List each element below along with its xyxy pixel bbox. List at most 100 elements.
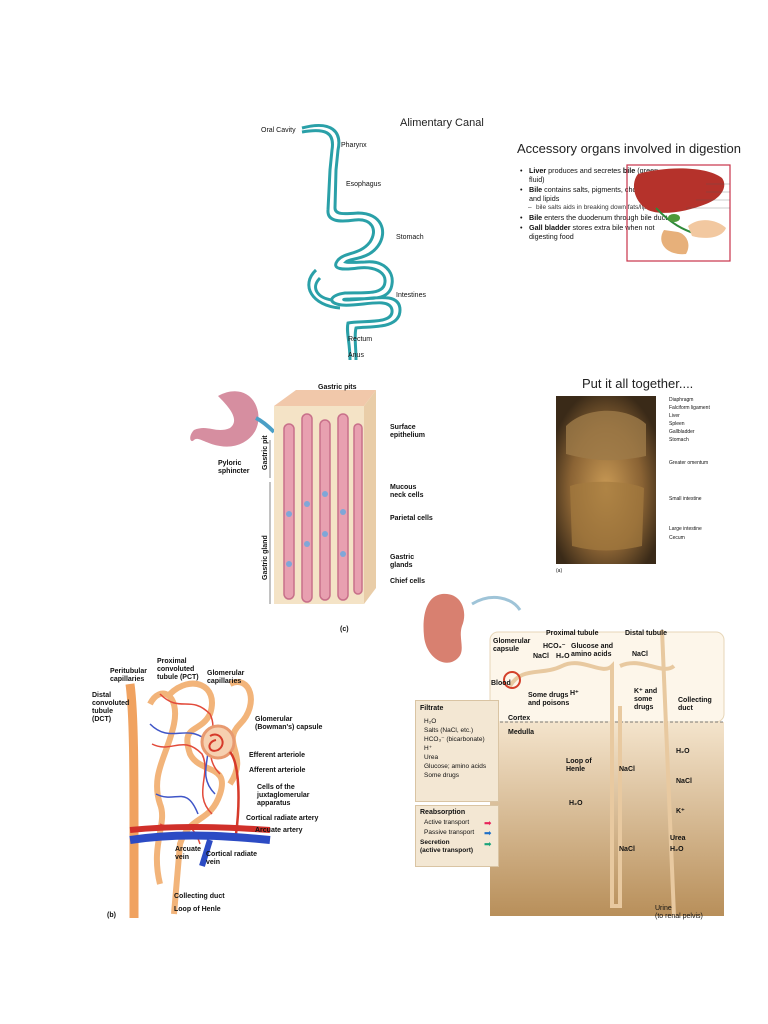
label-collecting-duct-2: Collecting duct: [678, 697, 712, 712]
list-item: Glucose; amino acids: [424, 763, 487, 770]
panel-label-b: (b): [107, 912, 116, 919]
label-glomerular-capsule: Glomerular capsule: [493, 638, 531, 653]
label-h2o-1: H₂O: [556, 653, 570, 660]
label-chief-cells: Chief cells: [390, 578, 426, 585]
label-pyloric-sphincter: Pyloric sphincter: [218, 460, 250, 475]
label-loop-henle: Loop of Henle: [174, 906, 221, 913]
label-mucous-neck-cells: Mucous neck cells: [390, 484, 424, 499]
list-item: H⁺: [424, 745, 433, 752]
label-liver: Liver: [669, 413, 680, 419]
label-urea: Urea: [670, 835, 686, 842]
label-nacl-5: NaCl: [619, 846, 635, 853]
label-cecum: Cecum: [669, 535, 685, 541]
label-h2o-4: H₂O: [569, 800, 583, 807]
label-gastric-gland-axis: Gastric gland: [262, 535, 269, 580]
list-item: Liver produces and secretes bile (green …: [520, 166, 670, 184]
label-arcuate-artery: Arcuate artery: [255, 827, 303, 834]
gastric-gland-diagram: [190, 390, 376, 604]
label-rectum: Rectum: [348, 336, 373, 343]
filtrate-title: Filtrate: [420, 705, 444, 712]
label-nacl-1: NaCl: [533, 653, 549, 660]
filtrate-list: H₂O Salts (NaCl, etc.) HCO₃⁻ (bicarbonat…: [424, 717, 486, 780]
list-item: Some drugs: [424, 772, 460, 779]
label-greater-omentum: Greater omentum: [669, 460, 709, 466]
label-glucose: Glucose and amino acids: [571, 643, 614, 658]
label-kplus: K⁺: [676, 808, 685, 815]
legend-title: Reabsorption: [420, 809, 466, 816]
list-item: HCO₃⁻ (bicarbonate): [424, 736, 485, 743]
arrow-right-icon: ➡: [484, 828, 492, 838]
label-blood: Blood: [491, 680, 511, 687]
filtrate-box: Filtrate H₂O Salts (NaCl, etc.) HCO₃⁻ (b…: [415, 700, 499, 802]
label-cortical-vein: Cortical radiate vein: [206, 851, 257, 866]
label-anus: Anus: [348, 352, 364, 359]
label-distal-tubule: Distal tubule: [625, 630, 668, 637]
label-h2o-3: H₂O: [670, 846, 684, 853]
label-collecting-duct: Collecting duct: [174, 893, 225, 900]
label-cortex: Cortex: [508, 715, 531, 722]
label-proximal-tubule: Proximal tubule: [546, 630, 599, 637]
list-item: bile salts aids in breaking down fats/li…: [520, 204, 670, 212]
label-parietal-cells: Parietal cells: [390, 515, 433, 522]
legend-secretion: Secretion (active transport): [420, 839, 474, 854]
label-falciform: Falciform ligament: [669, 405, 710, 411]
label-bowman: Glomerular (Bowman's) capsule: [255, 716, 323, 731]
label-diaphragm: Diaphragm: [669, 397, 694, 403]
label-gastric-pit-axis: Gastric pit: [262, 435, 269, 470]
label-nacl-3: NaCl: [676, 778, 692, 785]
cadaver-photo: [556, 396, 656, 564]
panel-label-c: (c): [340, 626, 349, 633]
label-nacl-2: NaCl: [632, 651, 648, 658]
label-hplus: H⁺: [570, 690, 579, 697]
label-gallbladder: Gallbladder: [669, 429, 695, 435]
label-h2o-2: H₂O: [676, 748, 690, 755]
legend-box: Reabsorption Active transport Passive tr…: [415, 805, 499, 867]
label-small-intestine: Small intestine: [669, 496, 702, 502]
label-afferent: Afferent arteriole: [249, 767, 306, 774]
list-item: Gall bladder stores extra bile when not …: [520, 223, 670, 241]
label-stomach: Stomach: [396, 234, 424, 241]
label-glomerular-capillaries: Glomerular capillaries: [207, 670, 245, 685]
label-stomach-2: Stomach: [669, 437, 689, 443]
label-dct: Distal convoluted tubule (DCT): [92, 692, 130, 723]
accessory-title: Accessory organs involved in digestion: [517, 141, 742, 156]
label-intestines: Intestines: [396, 292, 426, 299]
label-efferent: Efferent arteriole: [249, 752, 306, 759]
label-gastric-pits: Gastric pits: [318, 384, 357, 391]
label-gastric-glands: Gastric glands: [390, 554, 415, 569]
label-hco3: HCO₃⁻: [543, 643, 566, 650]
label-kdrugs: K⁺ and some drugs: [634, 688, 658, 711]
liver-illustration: [626, 164, 731, 262]
arrow-right-icon: ➡: [484, 839, 492, 849]
label-large-intestine: Large intestine: [669, 526, 702, 532]
legend-passive: Passive transport: [424, 829, 475, 836]
label-urine: Urine (to renal pelvis): [655, 905, 703, 920]
label-nacl-4: NaCl: [619, 766, 635, 773]
canal-outer: [301, 129, 394, 361]
legend-active: Active transport: [424, 819, 470, 826]
arrow-right-icon: ➡: [484, 818, 492, 828]
list-item: Bile enters the duodenum through bile du…: [520, 213, 670, 222]
alimentary-title: Alimentary Canal: [400, 117, 484, 129]
label-drugs: Some drugs and poisons: [528, 692, 570, 707]
label-medulla: Medulla: [508, 729, 535, 736]
label-spleen: Spleen: [669, 421, 685, 427]
list-item: Bile contains salts, pigments, cholester…: [520, 185, 670, 203]
list-item: Urea: [424, 754, 439, 761]
label-jg-apparatus: Cells of the juxtaglomerular apparatus: [257, 784, 310, 807]
nephron-diagram: [125, 679, 271, 918]
alimentary-canal-diagram: [301, 123, 402, 361]
label-cortical-artery: Cortical radiate artery: [246, 815, 319, 822]
label-arcuate-vein: Arcuate vein: [175, 846, 202, 861]
canal-inner: [301, 123, 402, 361]
list-item: H₂O: [424, 718, 437, 725]
panel-label-a: (a): [556, 568, 563, 574]
label-peritubular: Peritubular capillaries: [110, 668, 147, 683]
list-item: Salts (NaCl, etc.): [424, 727, 474, 734]
label-esophagus: Esophagus: [346, 181, 382, 188]
label-pct: Proximal convoluted tubule (PCT): [157, 658, 199, 681]
put-together-title: Put it all together....: [582, 376, 694, 391]
label-pharynx: Pharynx: [341, 142, 367, 149]
accessory-list: Liver produces and secretes bile (green …: [520, 166, 670, 242]
label-loop-henle-2: Loop of Henle: [566, 758, 592, 773]
